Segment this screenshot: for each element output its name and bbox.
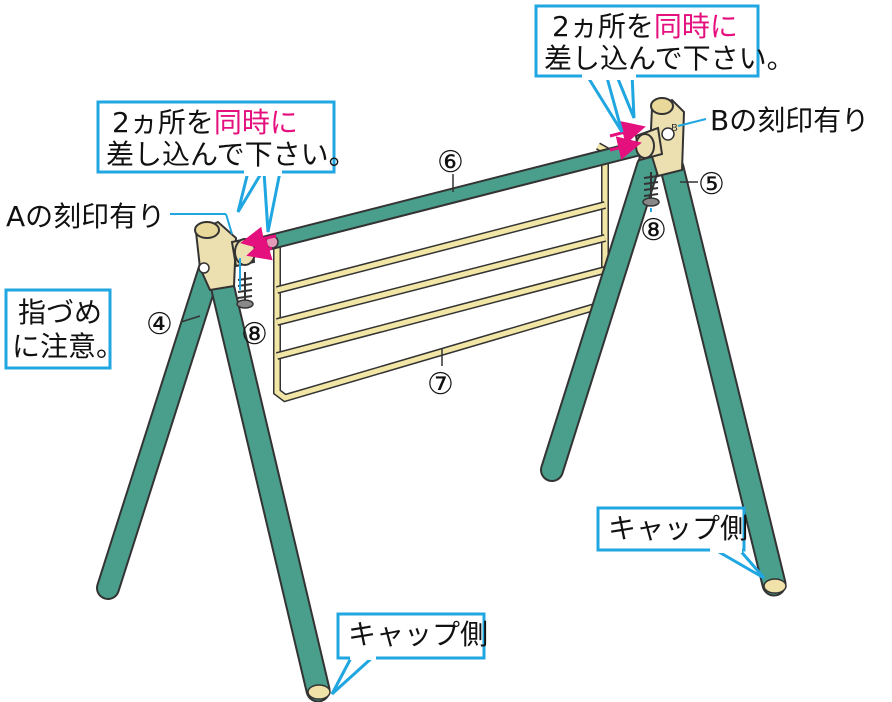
screw-right	[642, 172, 660, 207]
warning-line2: に注意。	[12, 330, 124, 363]
callout-right-line1-pre: 2ヵ所を	[552, 10, 654, 43]
callout-left-line1-pre: 2ヵ所を	[112, 106, 214, 139]
callout-right: 2ヵ所を同時に 差し込んで下さい。	[534, 4, 795, 133]
part-number-4: ④	[146, 307, 173, 342]
joint-b-letter: B	[671, 123, 678, 134]
cap-side-right-label: キャップ側	[608, 512, 748, 545]
warning-line1: 指づめ	[18, 296, 102, 329]
callout-right-emphasis: 同時に	[654, 10, 738, 43]
warning-box: 指づめ に注意。	[4, 288, 124, 370]
part-number-5: ⑤	[698, 167, 725, 202]
part-number-8-left: ⑧	[241, 317, 268, 352]
right-leg-back	[540, 154, 660, 482]
left-leg-back	[96, 250, 224, 600]
mark-a-label: Aの刻印有り	[6, 200, 165, 233]
leader-lines	[170, 118, 707, 290]
right-leg-front	[659, 155, 787, 597]
callout-left: 2ヵ所を同時に 差し込んで下さい。	[96, 100, 357, 233]
part-number-7: ⑦	[427, 367, 454, 402]
callout-right-line2: 差し込んで下さい。	[544, 42, 795, 75]
insert-arrows-left	[240, 226, 277, 261]
callout-left-line2: 差し込んで下さい。	[106, 138, 357, 171]
insert-arrows-right	[609, 121, 646, 160]
leg-cap	[763, 578, 787, 594]
screw-left	[236, 272, 254, 309]
part-number-8-right: ⑧	[640, 213, 667, 248]
rack-frame	[273, 142, 609, 403]
rack-bar	[275, 201, 607, 294]
svg-text:2ヵ所を同時に: 2ヵ所を同時に	[112, 106, 298, 139]
svg-text:2ヵ所を同時に: 2ヵ所を同時に	[552, 10, 738, 43]
cap-side-right-callout: キャップ側	[596, 506, 766, 580]
part-number-6: ⑥	[437, 145, 464, 180]
callout-left-emphasis: 同時に	[214, 106, 298, 139]
mark-b-label: Bの刻印有り	[710, 104, 869, 137]
rack-bar	[276, 234, 606, 326]
part-leaders	[180, 174, 698, 366]
cap-side-bottom-label: キャップ側	[348, 618, 488, 651]
left-leg-front	[205, 255, 331, 702]
rack-bar	[275, 266, 607, 360]
leg-cap	[307, 684, 331, 700]
cap-side-bottom-callout: キャップ側	[330, 612, 488, 696]
